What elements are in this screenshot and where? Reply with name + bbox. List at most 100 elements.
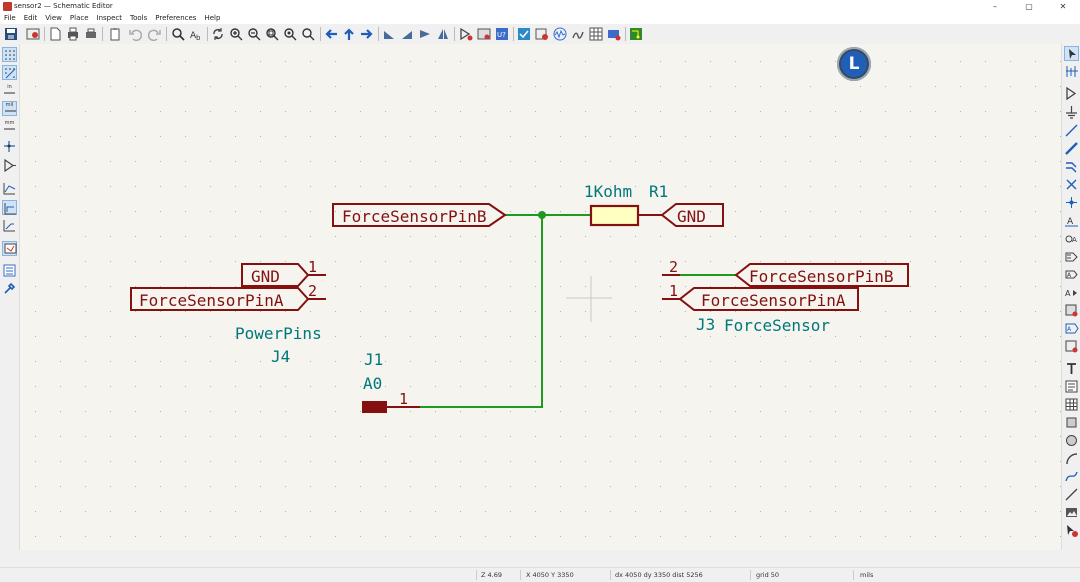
- netlist-icon[interactable]: [607, 27, 621, 41]
- line-mode-free-icon[interactable]: [2, 181, 17, 196]
- symbol-editor-icon[interactable]: [459, 27, 473, 41]
- line-mode-90-icon[interactable]: [2, 200, 17, 215]
- resistor-r1-ref[interactable]: R1: [649, 182, 668, 201]
- place-line-icon[interactable]: [1064, 487, 1079, 502]
- menu-tools[interactable]: Tools: [130, 14, 148, 22]
- label-force-sensor-b[interactable]: ForceSensorPinB: [342, 207, 487, 226]
- highlight-net-icon[interactable]: [1064, 64, 1079, 79]
- find-icon[interactable]: [171, 27, 185, 41]
- junction-icon[interactable]: [1064, 195, 1079, 210]
- schematic-canvas[interactable]: ForceSensorPinB 1Kohm R1 GND GND ForceSe…: [20, 44, 1061, 550]
- line-mode-45-icon[interactable]: [2, 218, 17, 233]
- navigate-forward-icon[interactable]: [360, 27, 374, 41]
- connector-j1-value[interactable]: A0: [363, 374, 382, 393]
- place-bus-icon[interactable]: [1064, 141, 1079, 156]
- simulator-icon[interactable]: [553, 27, 567, 41]
- resistor-r1-body[interactable]: [589, 204, 640, 227]
- hierarchical-sheet-icon[interactable]: [1064, 303, 1079, 318]
- label-gnd-r1[interactable]: GND: [677, 207, 706, 226]
- connector-j1-ref[interactable]: J1: [364, 350, 383, 369]
- label-gnd-j4[interactable]: GND: [251, 267, 280, 286]
- net-label-icon[interactable]: A: [1064, 213, 1079, 228]
- zoom-selection-icon[interactable]: [301, 27, 315, 41]
- menu-place[interactable]: Place: [69, 14, 89, 22]
- unit-mils-toggle[interactable]: mil: [2, 101, 17, 116]
- place-image-sheet-icon[interactable]: [1064, 339, 1079, 354]
- undo-icon[interactable]: [128, 27, 142, 41]
- place-wire-icon[interactable]: [1064, 123, 1079, 138]
- import-sheet-pin-icon[interactable]: A: [1064, 321, 1079, 336]
- cursor-style-icon[interactable]: [2, 139, 17, 154]
- close-button[interactable]: ✕: [1059, 2, 1067, 11]
- connector-j1-body[interactable]: [362, 401, 387, 413]
- page-settings-icon[interactable]: [48, 27, 62, 41]
- rotate-ccw-icon[interactable]: [382, 27, 396, 41]
- unit-inches-toggle[interactable]: in: [2, 84, 17, 99]
- class-directive-icon[interactable]: A: [1064, 231, 1079, 246]
- label-force-sensor-a-j3[interactable]: ForceSensorPinA: [701, 291, 846, 310]
- paste-icon[interactable]: [108, 27, 122, 41]
- pcb-editor-icon[interactable]: [629, 27, 643, 41]
- connector-j3-value[interactable]: ForceSensor: [724, 316, 830, 335]
- assign-footprints-icon[interactable]: [571, 27, 585, 41]
- bom-icon[interactable]: [589, 27, 603, 41]
- redo-icon[interactable]: [148, 27, 162, 41]
- symbol-library-icon[interactable]: [477, 27, 491, 41]
- print-icon[interactable]: [66, 27, 80, 41]
- menu-inspect[interactable]: Inspect: [96, 14, 123, 22]
- refresh-icon[interactable]: [211, 27, 225, 41]
- annotate-icon[interactable]: U?: [495, 27, 509, 41]
- zoom-in-icon[interactable]: [229, 27, 243, 41]
- menu-help[interactable]: Help: [204, 14, 221, 22]
- grid-override-icon[interactable]: [2, 65, 17, 80]
- select-tool-icon[interactable]: [1064, 46, 1079, 61]
- delete-tool-icon[interactable]: [1064, 523, 1079, 538]
- hierarchical-sheet-pin-icon[interactable]: A: [1064, 285, 1079, 300]
- zoom-out-icon[interactable]: [247, 27, 261, 41]
- annotation-highlight-icon[interactable]: [2, 241, 17, 256]
- place-image-icon[interactable]: [1064, 505, 1079, 520]
- erc-icon[interactable]: [517, 27, 531, 41]
- global-label-icon[interactable]: [1064, 249, 1079, 264]
- wire-junction-to-j1[interactable]: [420, 215, 543, 408]
- connector-j4-value[interactable]: PowerPins: [235, 324, 322, 343]
- zoom-fit-icon[interactable]: [265, 27, 279, 41]
- properties-panel-icon[interactable]: [2, 281, 17, 296]
- place-text-icon[interactable]: [1064, 361, 1079, 376]
- place-symbol-icon[interactable]: [1064, 86, 1079, 101]
- connector-j3-ref[interactable]: J3: [696, 315, 715, 334]
- mirror-vertical-icon[interactable]: [418, 27, 432, 41]
- label-force-sensor-b-j3[interactable]: ForceSensorPinB: [749, 267, 894, 286]
- menu-file[interactable]: File: [4, 14, 16, 22]
- grid-toggle-icon[interactable]: [2, 47, 17, 62]
- schematic-setup-icon[interactable]: [26, 27, 40, 41]
- minimize-button[interactable]: –: [993, 2, 997, 11]
- place-textbox-icon[interactable]: [1064, 379, 1079, 394]
- place-bezier-icon[interactable]: [1064, 469, 1079, 484]
- unit-mm-toggle[interactable]: mm: [2, 120, 17, 135]
- connector-j4-ref[interactable]: J4: [271, 347, 290, 366]
- place-table-icon[interactable]: [1064, 397, 1079, 412]
- bus-entry-icon[interactable]: [1064, 159, 1079, 174]
- symbol-fields-icon[interactable]: [535, 27, 549, 41]
- label-force-sensor-a-j4[interactable]: ForceSensorPinA: [139, 291, 284, 310]
- navigate-back-icon[interactable]: [324, 27, 338, 41]
- menu-edit[interactable]: Edit: [23, 14, 38, 22]
- maximize-button[interactable]: ▢: [1025, 2, 1033, 11]
- plot-icon[interactable]: [84, 27, 98, 41]
- no-connect-icon[interactable]: [1064, 177, 1079, 192]
- place-arc-icon[interactable]: [1064, 451, 1079, 466]
- place-rectangle-icon[interactable]: [1064, 415, 1079, 430]
- save-icon[interactable]: [4, 27, 18, 41]
- hidden-pins-icon[interactable]: [2, 158, 17, 173]
- menu-view[interactable]: View: [45, 14, 62, 22]
- rotate-cw-icon[interactable]: [400, 27, 414, 41]
- mirror-horizontal-icon[interactable]: [436, 27, 450, 41]
- zoom-objects-icon[interactable]: [283, 27, 297, 41]
- resistor-r1-value[interactable]: 1Kohm: [584, 182, 632, 201]
- hierarchy-navigator-icon[interactable]: [2, 263, 17, 278]
- place-power-icon[interactable]: [1064, 105, 1079, 120]
- hierarchical-label-icon[interactable]: A: [1064, 267, 1079, 282]
- menu-preferences[interactable]: Preferences: [155, 14, 197, 22]
